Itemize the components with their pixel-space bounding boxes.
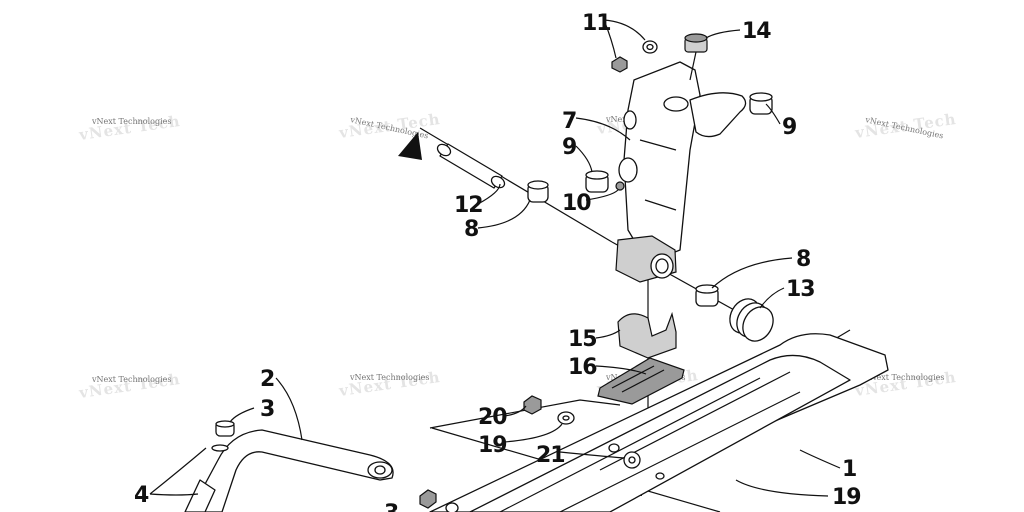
callout-labels: 11 14 7 9 9 10 12 8 8 13 15 16 2 3 4 3 2… [134, 11, 862, 512]
callout-8-upper: 8 [464, 217, 478, 242]
svg-text:vNext Technologies: vNext Technologies [864, 373, 944, 382]
callout-20: 20 [478, 405, 507, 430]
callout-1: 1 [842, 457, 856, 482]
callout-12: 12 [454, 193, 483, 218]
part-20-nut [523, 395, 542, 415]
callout-9-right: 9 [782, 115, 796, 140]
part-12-pin [436, 143, 506, 189]
callout-19-left: 19 [478, 433, 507, 458]
callout-10: 10 [562, 191, 591, 216]
callout-21: 21 [536, 443, 565, 468]
part-8-bushing-lower [695, 284, 719, 307]
watermark-1: vNext Tech vNext Technologies [77, 112, 182, 144]
watermark-2: vNext Tech vNext Technologies [337, 110, 442, 142]
callout-14: 14 [742, 19, 771, 44]
part-3-nut-lower [419, 489, 459, 512]
part-16-plate [597, 357, 685, 405]
part-2-arm [184, 429, 394, 512]
callout-11: 11 [582, 11, 611, 36]
callout-19-right: 19 [832, 485, 861, 510]
part-15-damper [617, 311, 677, 359]
part-19-washer [557, 411, 575, 425]
callout-3-lower: 3 [384, 501, 398, 512]
svg-text:vNext Technologies: vNext Technologies [91, 117, 171, 126]
part-9-bushing-left [585, 170, 609, 193]
part-7-spindle-housing [615, 61, 747, 283]
svg-text:vNext Technologies: vNext Technologies [91, 375, 171, 384]
callout-13: 13 [786, 277, 815, 302]
leader-lines [149, 19, 841, 497]
watermark-6: vNext Tech vNext Technologies [337, 368, 442, 400]
part-21-spacer [623, 451, 641, 469]
watermark-4: vNext Tech vNext Technologies [853, 110, 958, 142]
callout-15: 15 [568, 327, 597, 352]
callout-9-left: 9 [562, 135, 576, 160]
part-14-plug [684, 33, 708, 81]
watermark-5: vNext Tech vNext Technologies [77, 370, 182, 402]
part-9-bushing-right [749, 92, 773, 115]
callout-7: 7 [562, 109, 576, 134]
svg-text:vNext Technologies: vNext Technologies [349, 373, 429, 382]
part-3-bushing [211, 420, 235, 452]
callout-4: 4 [134, 483, 149, 508]
callout-3-upper: 3 [260, 397, 274, 422]
part-13-spring [729, 298, 774, 342]
part-8-bushing-upper [527, 180, 549, 203]
part-11-nut [611, 40, 658, 73]
callout-2: 2 [260, 367, 274, 392]
callout-16: 16 [568, 355, 597, 380]
part-1-ski-rail [429, 333, 889, 512]
part-10-grease-fitting [615, 181, 625, 191]
direction-arrow-upper [398, 132, 422, 160]
callout-8-lower: 8 [796, 247, 810, 272]
